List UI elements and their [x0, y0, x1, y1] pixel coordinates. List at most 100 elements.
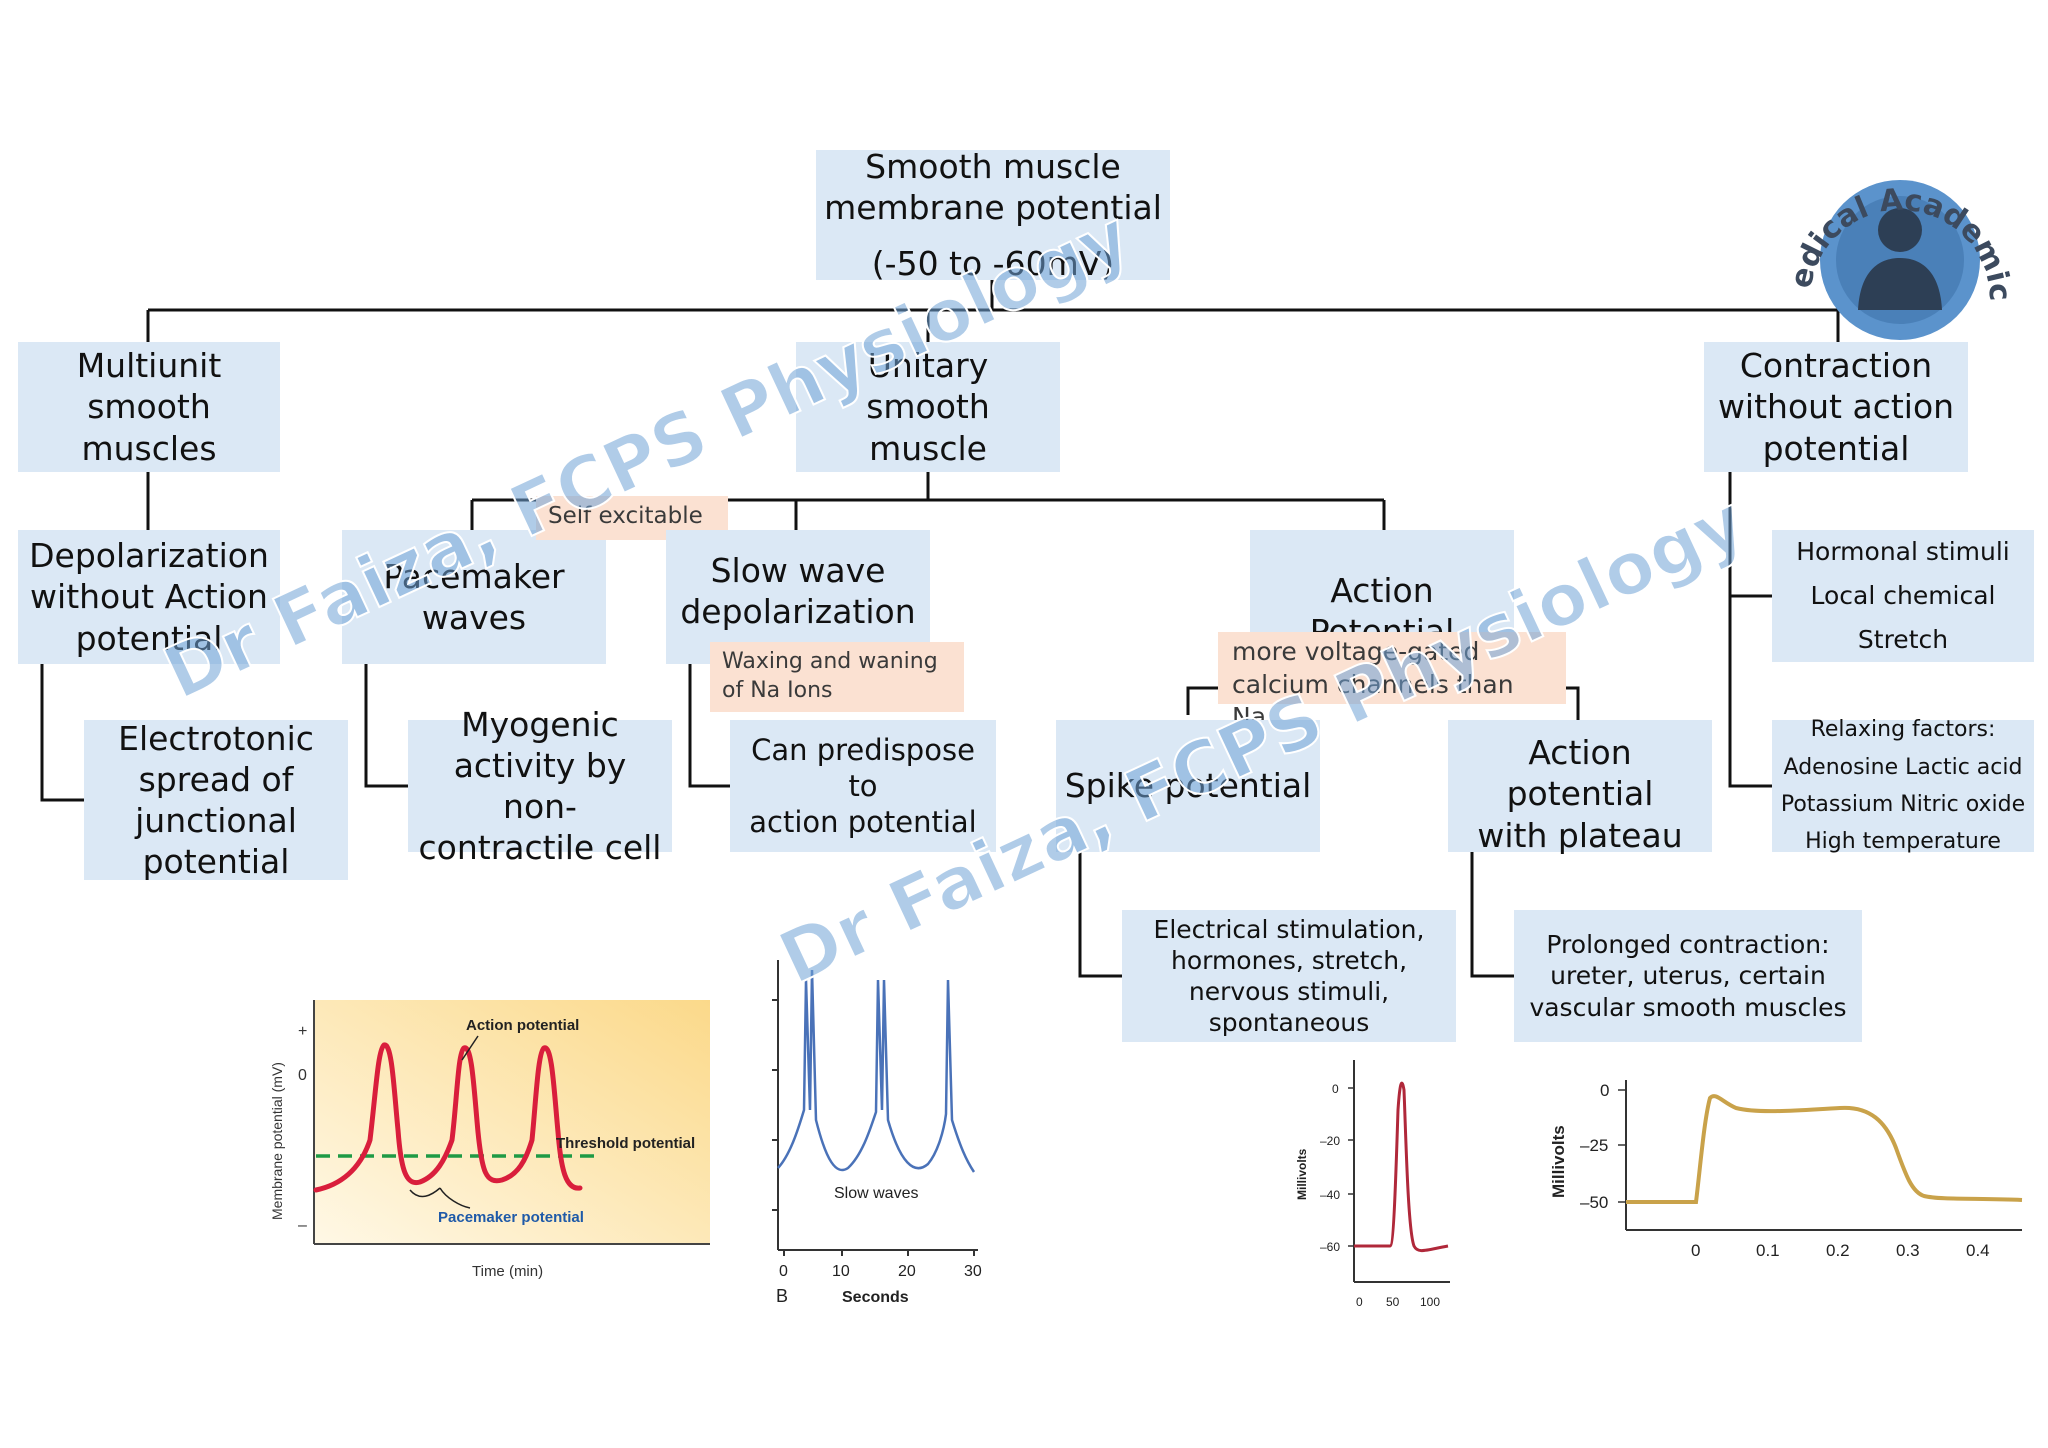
graph2-slow-wave-trace: [777, 969, 976, 1173]
hormonal-node: Hormonal stimuli Local chemical Stretch: [1772, 530, 2034, 662]
predispose-node: Can predispose to action potential: [730, 720, 996, 852]
pacemaker-node: Pacemaker waves: [342, 530, 606, 664]
vgcc-line-1: more voltage-gated: [1232, 637, 1480, 666]
contraction-node: Contraction without action potential: [1704, 342, 1968, 472]
graph1-ap-trace: [313, 1042, 583, 1193]
root-line-2: membrane potential: [824, 188, 1162, 228]
graph3-spike-trace: [1354, 1081, 1449, 1253]
relaxing-line-4: High temperature: [1805, 829, 2001, 855]
graph4-ytick-25: –25: [1580, 1136, 1608, 1155]
graph1-background: [314, 1000, 710, 1244]
hormonal-line-3: Stretch: [1857, 624, 1949, 654]
electrotonic-line-4: potential: [142, 842, 290, 882]
graph4-ytick-50: –50: [1580, 1193, 1608, 1212]
myogenic-line-1: Myogenic: [461, 704, 619, 744]
graph1-label-ap: Action potential: [466, 1017, 579, 1034]
graph3-ytick-20: –20: [1320, 1134, 1340, 1148]
prolonged-line-2: ureter, uterus, certain: [1550, 961, 1826, 991]
graph3-xtick-50: 50: [1386, 1295, 1400, 1309]
graph4-ylabel: Millivolts: [1549, 1125, 1568, 1198]
prolonged-line-3: vascular smooth muscles: [1529, 992, 1847, 1022]
waxing-line-1: Waxing and waning: [722, 649, 938, 674]
pacemaker-line-1: Pacemaker: [383, 556, 565, 596]
graph4-xtick-04: 0.4: [1966, 1241, 1990, 1260]
unitary-line-1: Unitary smooth: [866, 346, 990, 427]
depolarization-node: Depolarization without Action potential: [18, 530, 280, 664]
slowwave-line-2: depolarization: [680, 592, 916, 632]
graph1-xlabel: Time (min): [472, 1263, 543, 1280]
depol-line-3: potential: [75, 618, 223, 658]
graph4-xtick-0: 0: [1691, 1241, 1700, 1260]
myogenic-line-3: contractile cell: [418, 828, 662, 868]
medical-academics-logo: Medical Academics: [1770, 160, 2017, 340]
graph2-label-slow: Slow waves: [834, 1185, 918, 1202]
graph2-panel-label: B: [776, 1286, 788, 1306]
graph3-xtick-100: 100: [1420, 1295, 1440, 1309]
depol-line-2: without Action: [30, 577, 268, 617]
graph2-tick-0: 0: [779, 1263, 788, 1280]
graph3-ytick-40: –40: [1320, 1188, 1340, 1202]
graph4-xtick-02: 0.2: [1826, 1241, 1850, 1260]
spike-label: Spike potential: [1064, 766, 1312, 806]
myogenic-line-2: activity by non-: [453, 745, 627, 826]
vgcc-note: more voltage-gated calcium channels than…: [1218, 632, 1566, 731]
pacemaker-graph: + 0 – Membrane potential (mV) Time (min)…: [269, 1000, 710, 1280]
hormonal-line-2: Local chemical: [1810, 581, 1996, 611]
myogenic-node: Myogenic activity by non- contractile ce…: [408, 705, 672, 867]
graph1-tick-zero: 0: [298, 1067, 307, 1084]
predispose-line-1: Can predispose to: [751, 732, 975, 803]
predispose-line-2: action potential: [749, 805, 977, 840]
graph1-tick-plus: +: [298, 1023, 307, 1040]
plateau-graph: 0 –25 –50 Millivolts 0 0.1 0.2 0.3 0.4: [1549, 1080, 2023, 1260]
graph2-tick-20: 20: [898, 1263, 916, 1280]
waxing-note: Waxing and waning of Na Ions: [710, 642, 964, 712]
graph3-xtick-0: 0: [1356, 1295, 1363, 1309]
stimuli-line-1: Electrical stimulation,: [1153, 914, 1425, 944]
spike-graph: 0 –20 –40 –60 Millivolts 0 50 100: [1295, 1060, 1450, 1309]
relaxing-line-2: Adenosine Lactic acid: [1783, 754, 2023, 780]
graph2-tick-10: 10: [832, 1263, 850, 1280]
graph2-xlabel: Seconds: [842, 1289, 909, 1306]
relaxing-node: Relaxing factors: Adenosine Lactic acid …: [1772, 717, 2034, 854]
root-line-1: Smooth muscle: [865, 147, 1121, 187]
graph4-plateau-trace: [1626, 1094, 2023, 1204]
prolonged-line-1: Prolonged contraction:: [1546, 930, 1830, 960]
graph4-xtick-01: 0.1: [1756, 1241, 1780, 1260]
relaxing-line-1: Relaxing factors:: [1810, 717, 1996, 743]
graph1-tick-minus: –: [298, 1217, 307, 1234]
graph3-ylabel: Millivolts: [1295, 1148, 1309, 1200]
contraction-line-2: without action: [1717, 387, 1955, 427]
multiunit-line-2: smooth muscles: [81, 387, 217, 468]
graph3-ytick-0: 0: [1332, 1082, 1339, 1096]
root-line-3: (-50 to -60mV): [871, 243, 1115, 283]
electrotonic-line-3: junctional: [135, 801, 297, 840]
graph2-tick-30: 30: [964, 1263, 982, 1280]
unitary-node: Unitary smooth muscle: [796, 342, 1060, 472]
stimuli-node: Electrical stimulation, hormones, stretc…: [1122, 910, 1456, 1042]
graph4-ytick-0: 0: [1600, 1081, 1609, 1100]
unitary-line-2: muscle: [869, 428, 987, 468]
vgcc-line-2: calcium channels than Na: [1232, 669, 1514, 732]
graph1-ylabel: Membrane potential (mV): [269, 1062, 285, 1220]
spike-node: Spike potential: [1056, 720, 1320, 852]
multiunit-line-1: Multiunit: [76, 346, 222, 386]
contraction-line-3: potential: [1762, 428, 1910, 468]
graph1-ap-pointer: [461, 1035, 479, 1061]
slow-wave-graph: Slow waves 0 10 20 30 B Seconds: [772, 960, 982, 1306]
graph1-label-threshold: Threshold potential: [556, 1135, 695, 1152]
stimuli-line-2: hormones, stretch,: [1170, 945, 1408, 975]
electrotonic-line-2: spread of: [138, 759, 294, 799]
graph1-label-pacemaker: Pacemaker potential: [438, 1209, 584, 1226]
electrotonic-line-1: Electrotonic: [118, 718, 314, 758]
plateau-line-1: Action potential: [1506, 733, 1654, 814]
pacemaker-line-2: waves: [421, 598, 527, 637]
doctor-icon: [1858, 208, 1942, 310]
multiunit-node: Multiunit smooth muscles: [18, 342, 280, 472]
graph1-pacemaker-pointer: [409, 1187, 471, 1209]
contraction-line-1: Contraction: [1739, 346, 1933, 386]
stimuli-line-3: nervous stimuli,: [1188, 977, 1390, 1006]
root-node: Smooth muscle membrane potential (-50 to…: [816, 147, 1170, 283]
graph4-xtick-03: 0.3: [1896, 1241, 1920, 1260]
plateau-node: Action potential with plateau: [1448, 720, 1712, 855]
